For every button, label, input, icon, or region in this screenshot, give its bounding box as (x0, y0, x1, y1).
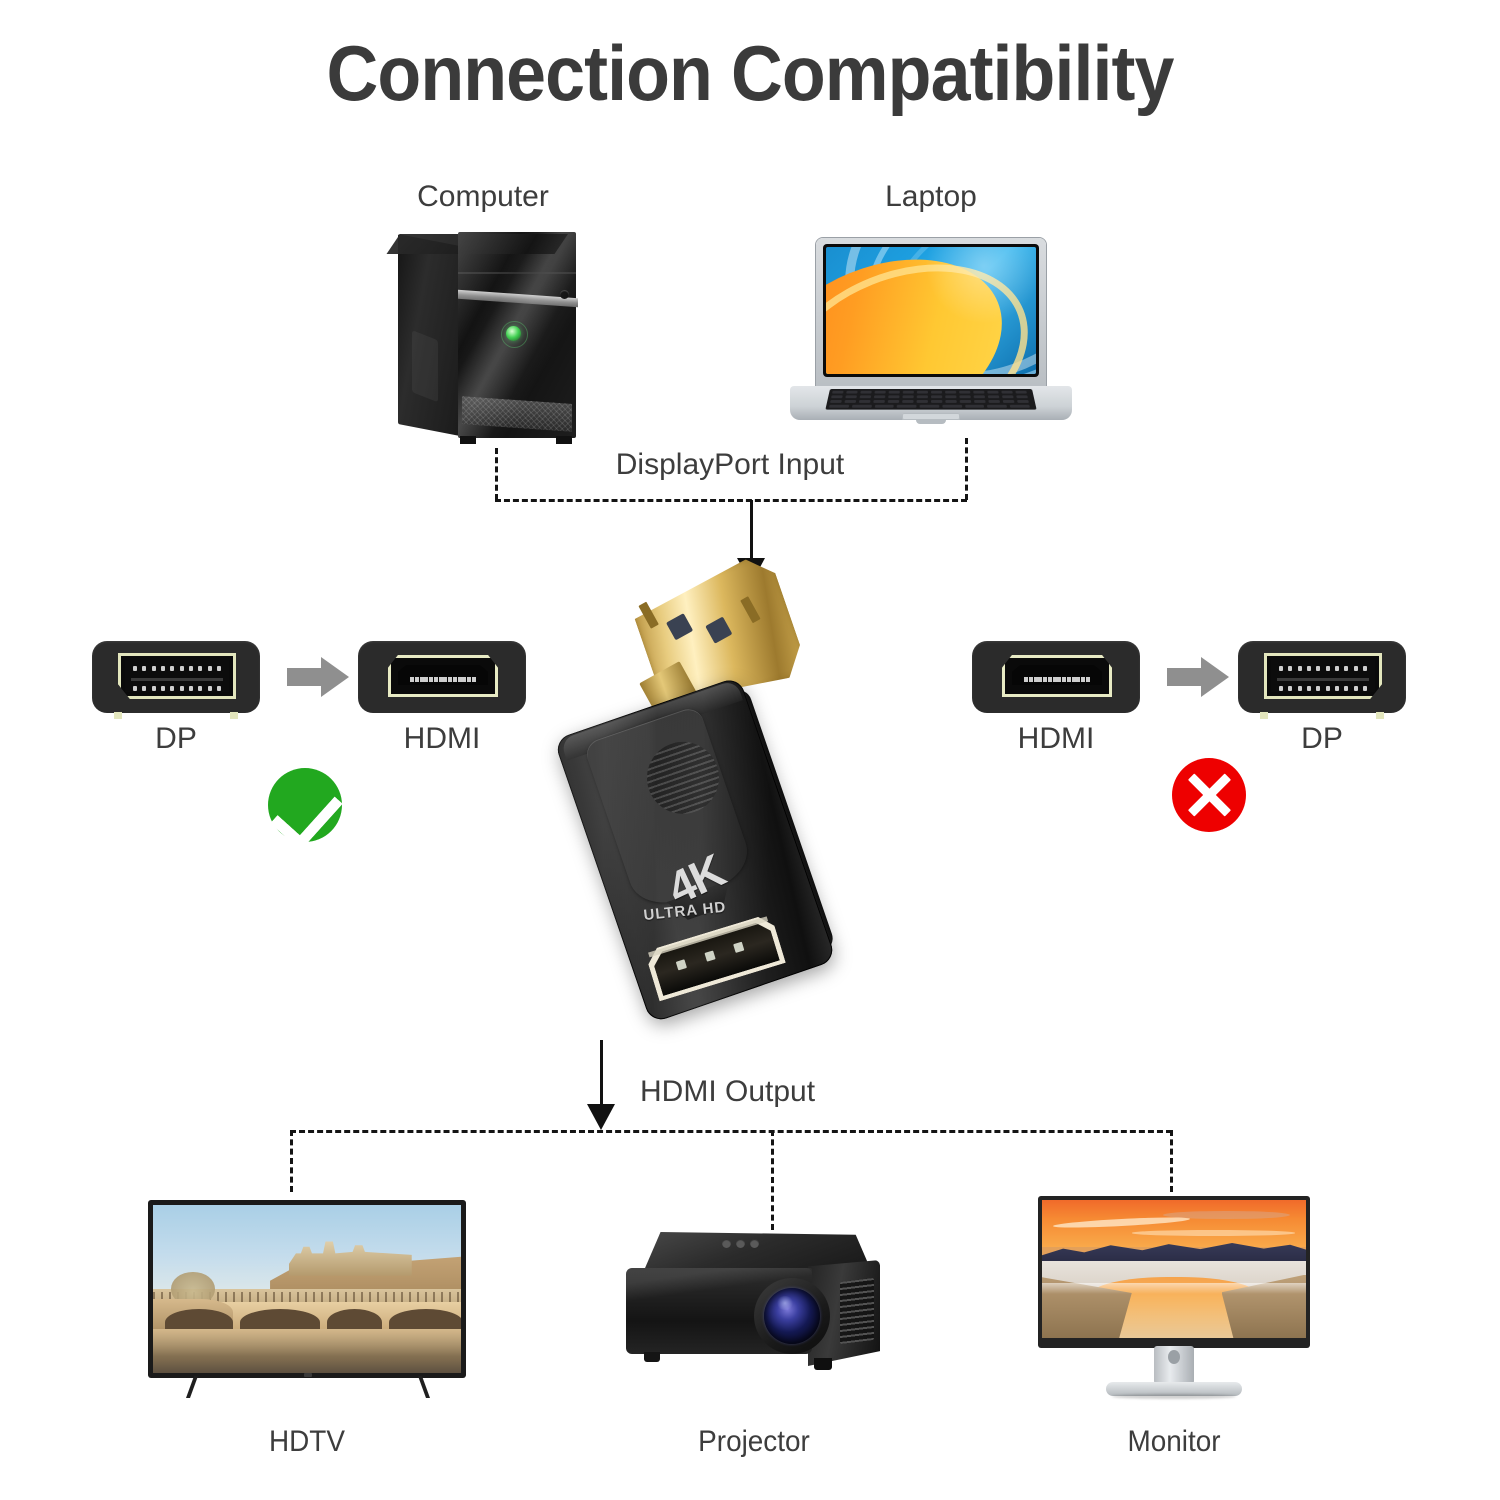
hdmi-port-inner (398, 665, 488, 685)
hdmi-connector-icon-right (972, 641, 1140, 713)
output-arrow-head (587, 1104, 615, 1130)
laptop-screen (823, 244, 1039, 377)
hdmi-label-left: HDMI (403, 722, 481, 755)
laptop-image (790, 238, 1072, 428)
hdmi-output-label: HDMI Output (640, 1075, 816, 1108)
hdtv-reflection (153, 1329, 461, 1357)
dp-label-left: DP (155, 722, 197, 755)
arrow-shaft (1167, 668, 1205, 686)
dp-foot-right (230, 712, 238, 719)
power-led-icon (501, 321, 528, 348)
monitor-cloud-2 (1131, 1230, 1296, 1236)
projector-lens-glare (776, 1296, 794, 1310)
dp-port-opening (1264, 653, 1382, 699)
laptop-trackpad (902, 413, 960, 420)
laptop-keyboard (825, 389, 1037, 410)
hdmi-port-opening (388, 655, 498, 697)
dp-pin-row-top (1279, 666, 1367, 671)
projector-control-buttons (722, 1238, 768, 1250)
output-bracket-top (290, 1130, 1172, 1133)
displayport-input-label: DisplayPort Input (615, 448, 845, 481)
monitor-cloud-3 (1163, 1211, 1291, 1220)
hdmi-connector-icon-left (358, 641, 526, 713)
dp-to-hdmi-adapter-image: 4K ULTRA HD (470, 578, 920, 1068)
hdtv-image (148, 1200, 466, 1398)
hdtv-label: HDTV (269, 1425, 345, 1458)
laptop-wallpaper (826, 247, 1036, 374)
monitor-label: Monitor (1127, 1425, 1221, 1458)
dp-divider-bar (1277, 678, 1369, 681)
computer-label: Computer (417, 180, 549, 213)
hdmi-port-inner (1012, 665, 1102, 685)
laptop-front-notch (916, 420, 946, 424)
output-bracket-right (1170, 1130, 1173, 1192)
hdmi-pin-row (410, 677, 476, 682)
arrow-head (321, 657, 349, 697)
conversion-arrow-left-icon (287, 657, 349, 697)
projector-label: Projector (698, 1425, 810, 1458)
check-circle-icon (268, 768, 343, 851)
monitor-image (1038, 1196, 1310, 1402)
dp-connector-icon-right (1238, 641, 1406, 719)
dp-divider-bar (131, 678, 223, 681)
tower-seam (458, 272, 576, 274)
input-bracket-left (495, 448, 498, 500)
hdtv-leg-right (417, 1376, 431, 1398)
dp-label-right: DP (1301, 722, 1343, 755)
dp-port-inner (1271, 660, 1375, 692)
hdtv-screen (153, 1205, 461, 1373)
projector-image (618, 1232, 890, 1400)
dp-foot-left (114, 712, 122, 719)
dp-pin-row-bottom (1279, 686, 1367, 691)
dp-pin-row-top (133, 666, 221, 671)
hdtv-leg-left (185, 1376, 199, 1398)
dp-port-opening (118, 653, 236, 699)
output-bracket-left (290, 1130, 293, 1192)
dp-foot-right (1376, 712, 1384, 719)
input-bracket-right (965, 438, 968, 500)
monitor-snow-haze (1042, 1282, 1306, 1294)
tower-top-panel (386, 234, 568, 254)
conversion-arrow-right-icon (1167, 657, 1229, 697)
hdtv-logo (304, 1373, 312, 1377)
monitor-screen (1042, 1200, 1306, 1338)
hdmi-pin-row (1024, 677, 1090, 682)
dp-connector-icon-left (92, 641, 260, 719)
check-mark (270, 776, 343, 851)
output-arrow-shaft (600, 1040, 603, 1112)
output-bracket-middle (771, 1130, 774, 1230)
hdtv-town-windows (153, 1292, 461, 1303)
hdmi-label-right: HDMI (1017, 722, 1095, 755)
projector-foot-right (814, 1358, 832, 1370)
input-arrow-shaft (750, 500, 753, 562)
monitor-stand-base (1106, 1382, 1242, 1396)
hdmi-port-opening (1002, 655, 1112, 697)
arrow-head (1201, 657, 1229, 697)
cross-circle-icon (1172, 758, 1246, 832)
monitor-stand-shadow (1112, 1394, 1236, 1399)
tower-side-vent (412, 330, 438, 403)
laptop-label: Laptop (885, 180, 977, 213)
projector-vents (840, 1277, 874, 1345)
dp-port-inner (125, 660, 229, 692)
arrow-shaft (287, 668, 325, 686)
dp-pin-row-bottom (133, 686, 221, 691)
projector-lens (764, 1288, 820, 1344)
page-title: Connection Compatibility (326, 29, 1174, 117)
monitor-mountains (1042, 1243, 1306, 1264)
monitor-cable-hole (1168, 1350, 1180, 1364)
tower-foot-left (460, 436, 476, 444)
projector-foot-left (644, 1352, 660, 1362)
tower-power-button (560, 290, 569, 299)
computer-tower-image (386, 232, 588, 450)
tower-foot-right (556, 436, 572, 444)
adapter-tilt-group: 4K ULTRA HD (400, 522, 985, 1132)
input-bracket-top (495, 499, 967, 502)
tower-side-panel (398, 233, 460, 436)
dp-foot-left (1260, 712, 1268, 719)
